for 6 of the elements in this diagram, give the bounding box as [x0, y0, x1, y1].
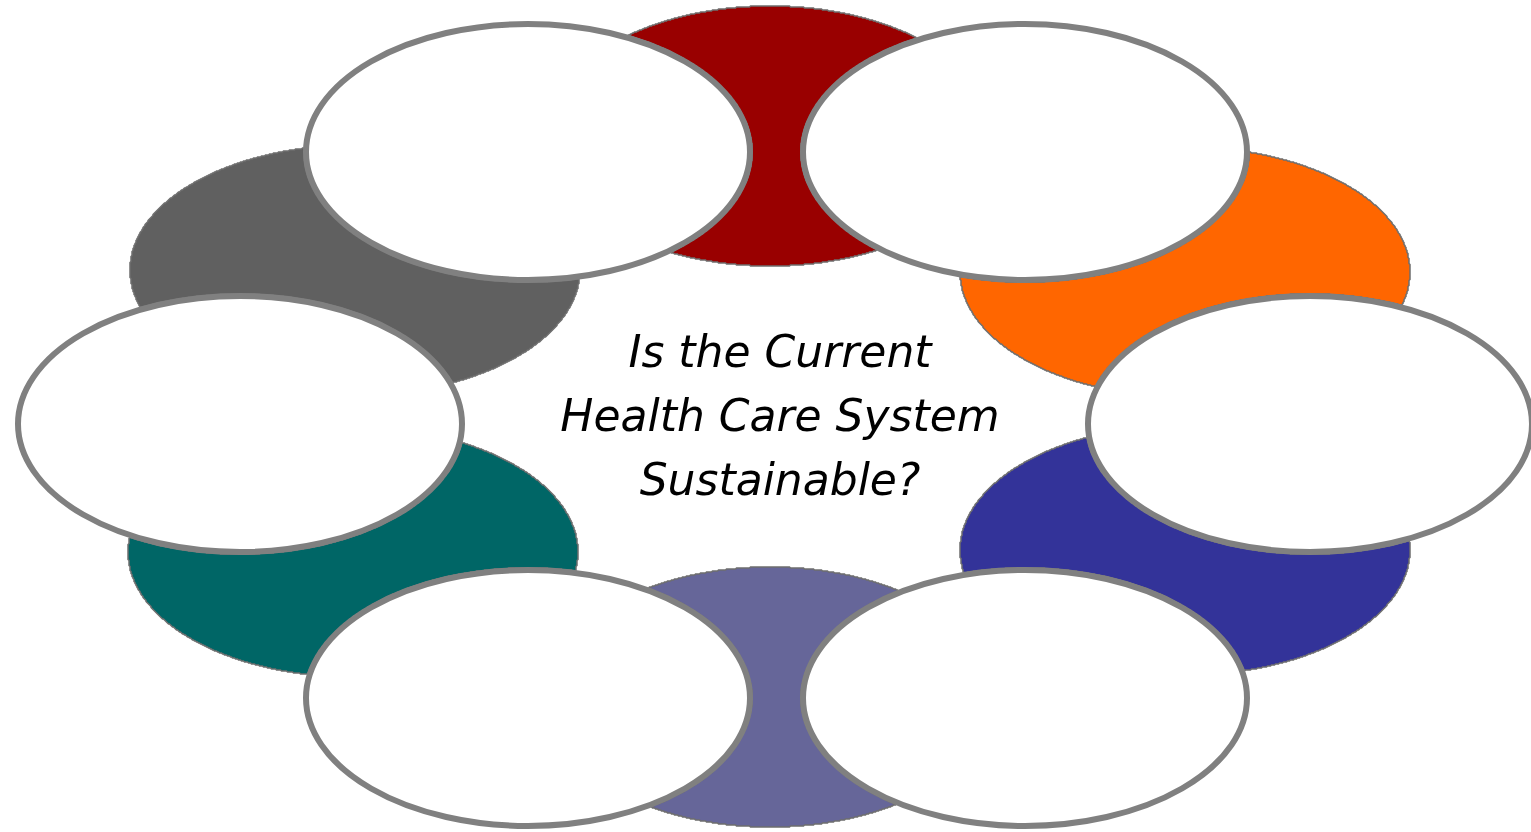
- outlined-ellipse: [303, 567, 753, 829]
- outlined-ellipse: [800, 21, 1250, 283]
- outlined-ellipse: [15, 293, 465, 555]
- outlined-ellipse: [303, 21, 753, 283]
- center-question: Is the Current Health Care System Sustainable?: [559, 325, 1001, 507]
- outlined-ellipse: [800, 567, 1250, 829]
